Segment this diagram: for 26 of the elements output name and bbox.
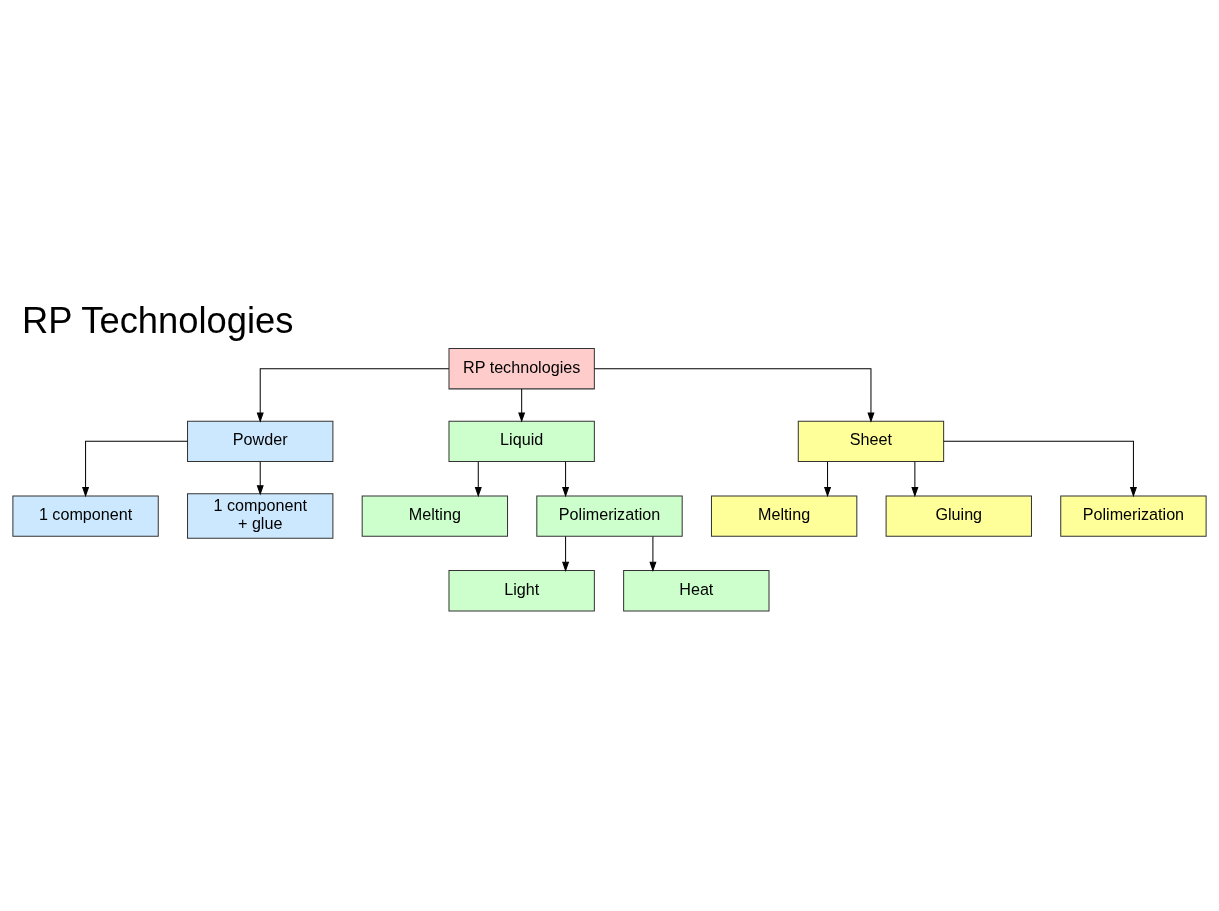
node-box: 1 component <box>12 495 159 537</box>
arrow <box>518 388 526 423</box>
node-box: RP technologies <box>448 348 595 390</box>
node-box: Powder <box>187 420 334 463</box>
node-box: Melting <box>710 495 858 537</box>
node-box: 1 component + glue <box>187 493 334 539</box>
arrow <box>824 461 832 498</box>
node-box: Gluing <box>885 495 1032 537</box>
arrow <box>256 461 264 496</box>
node-box: Sheet <box>797 420 945 463</box>
node-box: Light <box>448 570 595 612</box>
arrow <box>943 440 1137 498</box>
arrow <box>256 368 450 423</box>
node-box: Liquid <box>448 420 595 463</box>
arrow <box>911 461 919 498</box>
arrow <box>82 440 188 498</box>
diagram-title: RP Technologies <box>22 300 294 342</box>
node-box: Heat <box>623 570 770 612</box>
arrow <box>474 461 482 498</box>
arrow <box>562 535 570 572</box>
arrow <box>593 368 875 423</box>
arrow <box>562 461 570 498</box>
arrow <box>649 535 657 572</box>
node-box: Polimerization <box>536 495 683 537</box>
node-box: Melting <box>361 495 509 537</box>
node-box: Polimerization <box>1060 495 1207 537</box>
